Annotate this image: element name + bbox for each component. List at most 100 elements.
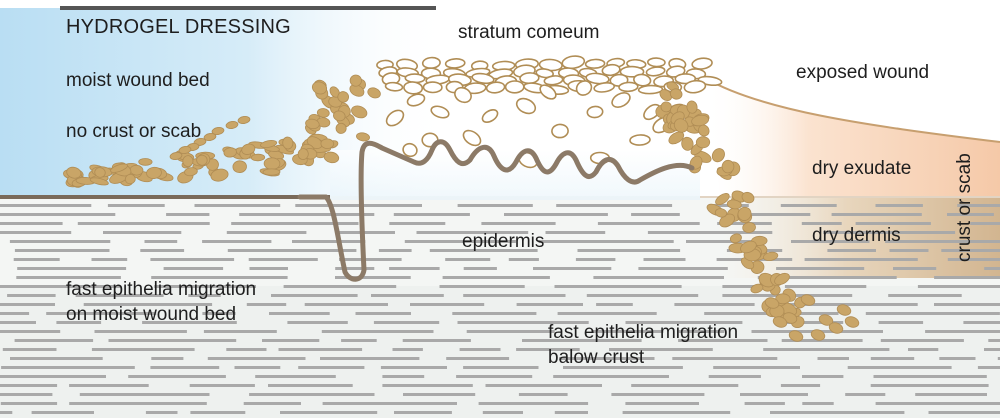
epithelial-cell bbox=[66, 166, 82, 179]
dermis-stripe bbox=[504, 213, 608, 216]
epithelial-cell bbox=[178, 145, 192, 155]
dermis-stripe bbox=[75, 294, 164, 297]
dermis-stripe bbox=[189, 384, 255, 387]
epithelial-cell bbox=[800, 294, 816, 306]
dermis-stripe bbox=[463, 366, 539, 369]
dermis-stripe bbox=[0, 384, 58, 387]
dermis-stripe bbox=[597, 222, 700, 225]
dermis-stripe bbox=[373, 321, 440, 324]
dermis-stripe bbox=[575, 258, 616, 261]
dermis-stripe bbox=[389, 267, 440, 270]
epithelial-cell bbox=[741, 191, 755, 204]
dermis-stripe bbox=[188, 294, 221, 297]
keratinocyte-cell bbox=[561, 55, 586, 70]
keratinocyte-cell bbox=[629, 134, 651, 146]
dermis-stripe bbox=[304, 303, 388, 306]
dermis-stripe bbox=[103, 231, 182, 234]
keratinocyte-cell bbox=[430, 105, 450, 119]
epithelial-cell bbox=[323, 151, 340, 164]
dermis-stripe bbox=[563, 366, 683, 369]
dermis-stripe bbox=[647, 231, 773, 234]
keratinocyte-cell bbox=[575, 80, 593, 96]
keratinocyte-cell bbox=[406, 93, 426, 107]
dermis-stripe bbox=[163, 267, 224, 270]
dermis-stripe bbox=[915, 393, 987, 396]
epithelial-cell bbox=[282, 136, 294, 150]
dermis-stripe bbox=[321, 330, 434, 333]
dermis-stripe bbox=[248, 258, 318, 261]
dermis-stripe bbox=[151, 357, 184, 360]
exposed-wound-surface bbox=[704, 77, 1000, 143]
dermis-stripe bbox=[429, 249, 538, 252]
dermis-stripe bbox=[556, 204, 673, 207]
dermis-stripe bbox=[970, 222, 1000, 225]
dermis-stripe bbox=[446, 357, 510, 360]
dermis-stripe bbox=[336, 231, 395, 234]
dermis-stripe bbox=[0, 231, 72, 234]
dermis-stripe bbox=[934, 303, 1000, 306]
epithelial-cell bbox=[196, 154, 208, 166]
dermis-stripe bbox=[278, 348, 363, 351]
dermis-stripe bbox=[91, 348, 195, 351]
epithelial-cell bbox=[737, 206, 752, 221]
dermis-stripe bbox=[91, 258, 128, 261]
epithelial-cell bbox=[241, 143, 256, 155]
epithelial-cell bbox=[124, 173, 136, 185]
dermis-stripe bbox=[410, 303, 485, 306]
keratinocyte-cell bbox=[384, 81, 404, 92]
epithelial-cell bbox=[356, 132, 370, 142]
dermis-stripe bbox=[781, 339, 863, 342]
dermis-stripe bbox=[9, 240, 111, 243]
keratinocyte-cell bbox=[611, 92, 631, 108]
dermis-stripe bbox=[757, 276, 897, 279]
keratinocyte-cell bbox=[535, 68, 554, 79]
keratinocyte-cell bbox=[539, 84, 557, 100]
epithelial-cell bbox=[320, 138, 335, 149]
dermis-stripe bbox=[554, 411, 588, 414]
epithelial-cell bbox=[225, 120, 239, 130]
dermis-stripe bbox=[516, 348, 580, 351]
dermis-stripe bbox=[591, 330, 664, 333]
dermis-stripe bbox=[538, 240, 674, 243]
dermis-stripe bbox=[870, 357, 915, 360]
dermis-stripe bbox=[522, 339, 642, 342]
dermis-stripe bbox=[827, 249, 876, 252]
dermis-stripe bbox=[643, 258, 686, 261]
dermis-stripe bbox=[234, 366, 281, 369]
dermis-stripe bbox=[801, 222, 842, 225]
dermis-stripe bbox=[402, 339, 471, 342]
dermis-stripe bbox=[403, 393, 476, 396]
dermis-stripe bbox=[481, 222, 556, 225]
dermis-stripe bbox=[2, 348, 57, 351]
dry-dermis-label: dry dermis bbox=[812, 225, 901, 246]
epithelial-cell bbox=[775, 293, 791, 305]
dermis-stripe bbox=[341, 339, 377, 342]
dermis-stripe bbox=[934, 276, 1000, 279]
dermis-stripe bbox=[770, 411, 905, 414]
dermis-stripe bbox=[166, 213, 210, 216]
dermis-stripe bbox=[678, 330, 725, 333]
dermis-stripe bbox=[249, 393, 375, 396]
dermis-stripe bbox=[870, 384, 989, 387]
dermis-stripe bbox=[190, 411, 246, 414]
epithelial-cell bbox=[262, 168, 281, 176]
epithelial-cell bbox=[138, 158, 153, 166]
fast-migration-moist-line1: fast epithelia migration bbox=[66, 279, 257, 300]
dermis-stripe bbox=[203, 330, 277, 333]
keratinocyte-cell bbox=[471, 72, 495, 85]
epithelial-cell bbox=[94, 167, 106, 178]
epithelial-cell bbox=[721, 159, 735, 174]
dermis-stripe bbox=[817, 357, 849, 360]
dermis-stripe bbox=[577, 249, 681, 252]
dermis-stripe bbox=[717, 222, 772, 225]
epithelial-cell bbox=[711, 148, 725, 163]
epithelial-cell bbox=[335, 122, 347, 134]
keratinocyte-cell bbox=[585, 72, 610, 85]
dermis-stripe bbox=[107, 204, 165, 207]
dermis-stripe bbox=[194, 204, 281, 207]
dermis-stripe bbox=[382, 375, 425, 378]
dermis-stripe bbox=[231, 222, 359, 225]
dermis-stripe bbox=[335, 276, 411, 279]
dermis-stripe bbox=[226, 348, 267, 351]
epithelial-cell bbox=[203, 132, 217, 142]
